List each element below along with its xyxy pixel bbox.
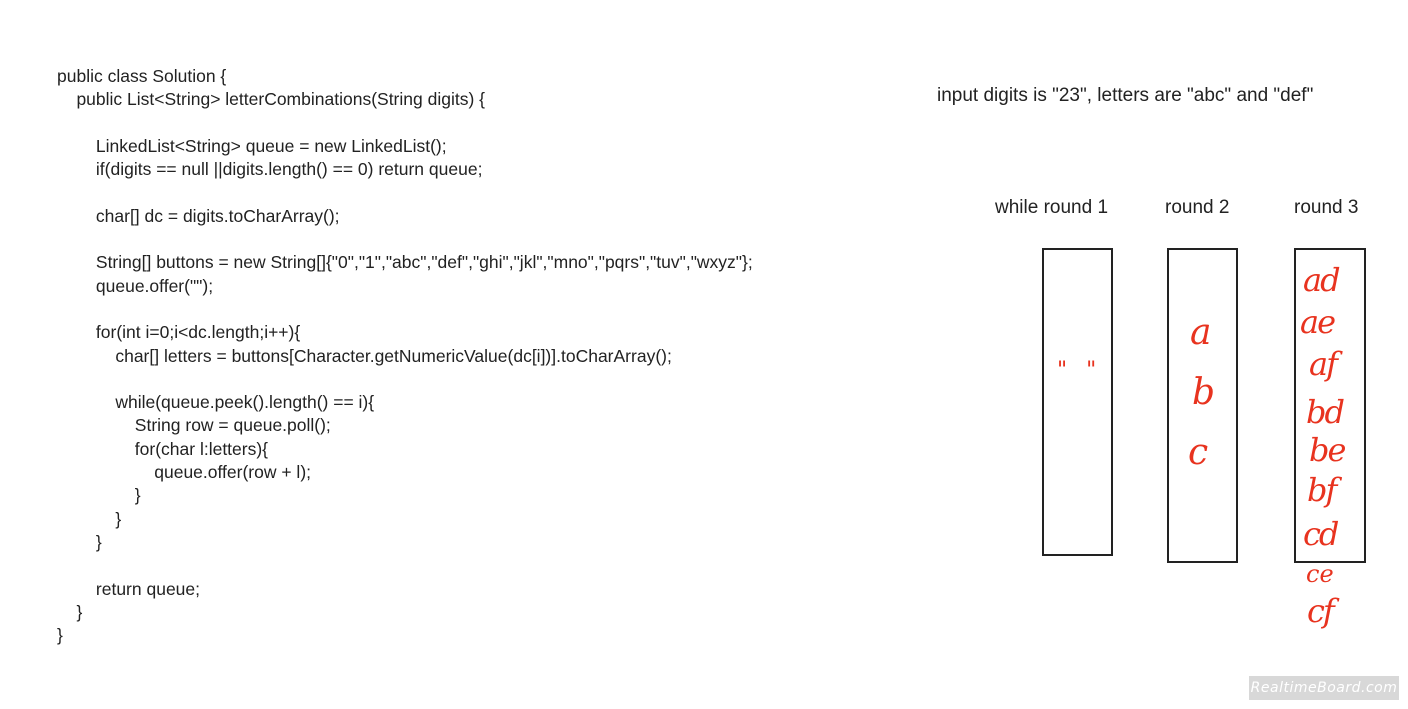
code-line: } xyxy=(57,508,122,529)
code-line: queue.offer(row + l); xyxy=(57,462,312,483)
code-line: for(char l:letters){ xyxy=(57,438,269,459)
round-3-item: ce xyxy=(1306,560,1334,588)
round-3-item: cd xyxy=(1303,515,1339,553)
round-1-label: while round 1 xyxy=(995,197,1109,218)
round-2-item: a xyxy=(1190,312,1212,353)
code-line xyxy=(57,554,753,577)
code-line xyxy=(57,228,753,251)
code-line: } xyxy=(57,601,83,622)
round-3-queue-box xyxy=(1294,248,1366,563)
round-3-label: round 3 xyxy=(1294,197,1359,218)
round-2-queue-box xyxy=(1167,248,1238,563)
code-line: String row = queue.poll(); xyxy=(57,415,331,436)
code-line: if(digits == null ||digits.length() == 0… xyxy=(57,159,483,180)
round-1-queue-box xyxy=(1042,248,1113,556)
code-line: for(int i=0;i<dc.length;i++){ xyxy=(57,322,301,343)
code-line: } xyxy=(57,531,102,552)
round-2-label: round 2 xyxy=(1165,197,1230,218)
code-block: public class Solution { public List<Stri… xyxy=(57,65,753,647)
round-1-item-empty-string: " " xyxy=(1057,358,1103,383)
code-line: while(queue.peek().length() == i){ xyxy=(57,392,375,413)
round-2-item: c xyxy=(1188,432,1209,473)
code-line xyxy=(57,368,753,391)
round-2-item: b xyxy=(1192,372,1216,413)
code-line: char[] dc = digits.toCharArray(); xyxy=(57,205,340,226)
round-3-item: cf xyxy=(1307,592,1335,630)
code-line: } xyxy=(57,625,63,646)
round-3-item: af xyxy=(1309,345,1338,383)
code-line: queue.offer(""); xyxy=(57,275,214,296)
code-line xyxy=(57,112,753,135)
watermark-logo: RealtimeBoard.com xyxy=(1249,676,1399,700)
code-line: LinkedList<String> queue = new LinkedLis… xyxy=(57,135,447,156)
code-line: public class Solution { xyxy=(57,66,227,86)
code-line: public List<String> letterCombinations(S… xyxy=(57,89,485,110)
code-line: return queue; xyxy=(57,578,200,599)
code-line: char[] letters = buttons[Character.getNu… xyxy=(57,345,672,366)
round-3-item: be xyxy=(1309,431,1346,469)
code-line: String[] buttons = new String[]{"0","1",… xyxy=(57,252,753,273)
code-line: } xyxy=(57,485,141,506)
round-3-item: ae xyxy=(1300,303,1336,341)
code-line xyxy=(57,298,753,321)
round-3-item: bd xyxy=(1306,393,1345,431)
input-note: input digits is "23", letters are "abc" … xyxy=(937,85,1314,106)
round-3-item: ad xyxy=(1303,261,1341,299)
round-3-item: bf xyxy=(1307,471,1337,509)
code-line xyxy=(57,181,753,204)
